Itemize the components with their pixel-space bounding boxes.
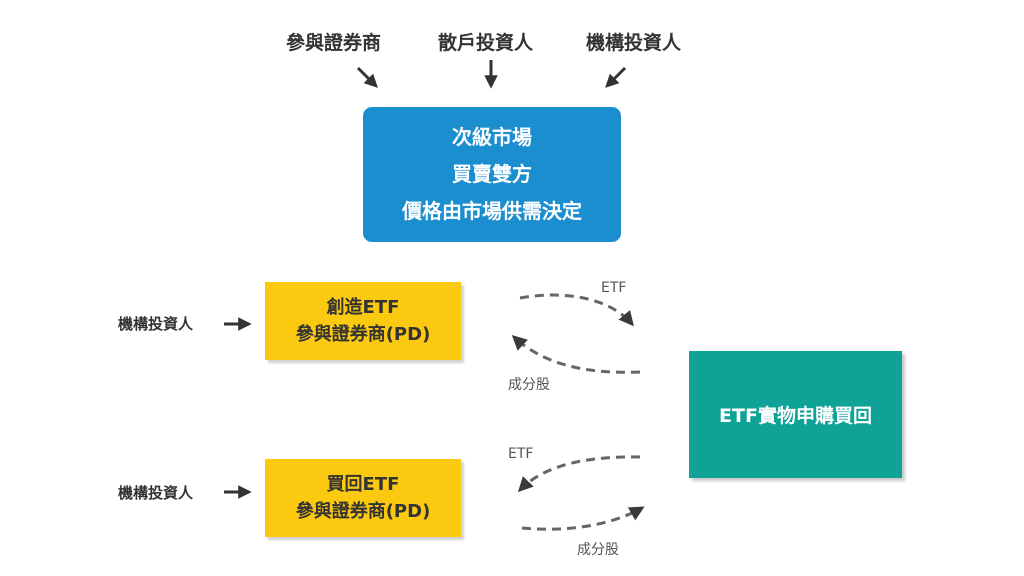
etf-in-kind-label: ETF實物申購買回 [719, 405, 872, 427]
arrow-dealers-to-market [356, 66, 378, 88]
arrow-institutional-to-market [605, 66, 627, 88]
label-institutional-investors-top: 機構投資人 [586, 32, 682, 54]
label-retail-investors: 散戶投資人 [438, 32, 534, 54]
secondary-market-parties: 買賣雙方 [452, 162, 532, 186]
etf-in-kind-box: ETF實物申購買回 [689, 351, 902, 478]
creation-pd-subtitle: 參與證券商(PD) [295, 324, 431, 345]
secondary-market-title: 次級市場 [452, 125, 532, 149]
label-constituents-redemption-flow: 成分股 [577, 542, 619, 558]
dashed-arrow-constituents-to-redemption [521, 506, 645, 531]
label-participating-dealers: 參與證券商 [286, 32, 382, 54]
label-constituents-creation-flow: 成分股 [508, 377, 550, 393]
secondary-market-box: 次級市場 買賣雙方 價格由市場供需決定 [363, 107, 621, 242]
dashed-arrow-etf-from-redemption [517, 455, 641, 493]
label-institutional-investors-redemption: 機構投資人 [118, 484, 194, 502]
label-etf-creation-flow: ETF [601, 280, 627, 296]
label-etf-redemption-flow: ETF [508, 446, 534, 462]
redemption-pd-box: 買回ETF 參與證券商(PD) [265, 459, 461, 537]
creation-pd-title: 創造ETF [326, 297, 400, 318]
redemption-pd-subtitle: 參與證券商(PD) [295, 501, 431, 522]
dashed-arrow-constituents-from-creation [511, 334, 641, 374]
creation-pd-box: 創造ETF 參與證券商(PD) [265, 282, 461, 360]
redemption-pd-title: 買回ETF [326, 474, 400, 495]
dashed-arrow-etf-to-creation [519, 293, 634, 327]
secondary-market-pricing: 價格由市場供需決定 [402, 199, 582, 223]
label-institutional-investors-creation: 機構投資人 [118, 315, 194, 333]
